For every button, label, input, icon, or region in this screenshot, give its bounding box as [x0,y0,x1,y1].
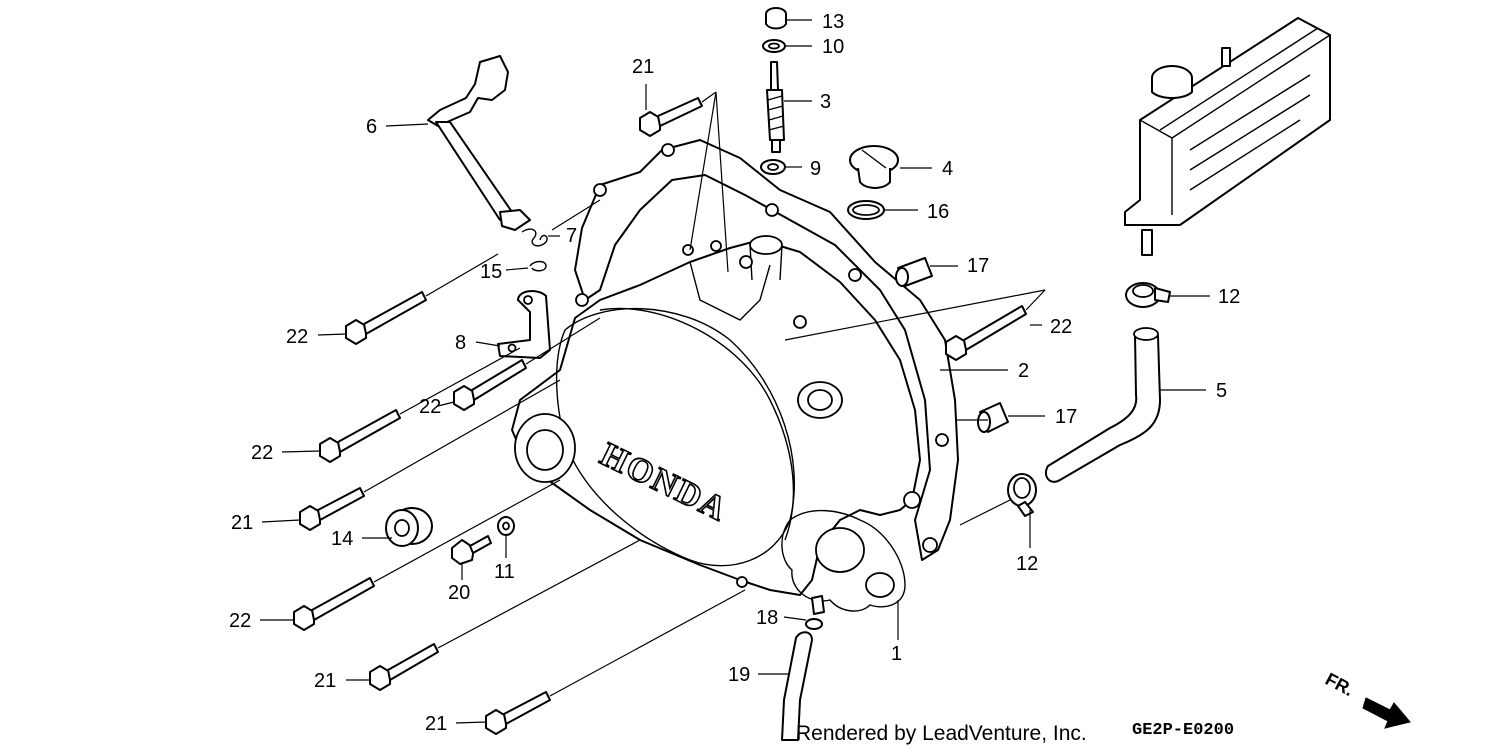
callout-c22b: 22 [286,326,308,348]
gasket-hole [661,143,675,157]
bolt-22-left-1 [345,291,427,345]
bolt-22-left-3 [319,409,401,463]
callout-c22d: 22 [251,442,273,464]
bracket-8-hole [507,343,517,353]
cover-bolt-boss [575,293,589,307]
callout-c5: 5 [1216,380,1227,402]
callout-c18: 18 [756,607,778,629]
callout-c3: 3 [820,91,831,113]
lifter-arm-6 [427,55,531,231]
hose-clamp-lower [1007,473,1037,517]
cover-boss-upper [689,261,771,321]
drain-tube-19 [781,631,813,741]
hose-clamp-upper [1125,282,1171,308]
clutch-dome-rib [599,307,795,541]
cover-bolt-boss [903,491,921,509]
bolt-22-upper-right [945,305,1027,361]
callout-c15: 15 [480,261,502,283]
bolt-21-left-1 [299,487,365,531]
cover-bolt-boss [793,315,807,329]
leader-lines [260,19,1210,724]
callout-c4: 4 [942,158,953,180]
callout-c11: 11 [494,561,515,583]
callout-c17a: 17 [967,255,989,277]
gasket-hole [593,183,607,197]
direction-label: FR. [1322,669,1357,700]
bolt-21-left-3 [485,691,551,735]
bolt-22-left-2 [453,359,527,411]
callout-c10: 10 [822,36,844,58]
dowel-pin-upper [895,257,933,287]
gasket-outline [574,139,959,561]
oil-seal-14 [385,507,433,547]
o-ring-16-inner [852,204,880,216]
washer-10-hole [768,42,780,50]
callout-c17b: 17 [1055,406,1077,428]
bolt-22-left-4 [293,577,375,631]
oil-filler-cap [849,145,899,189]
callout-c20: 20 [448,582,470,604]
render-credit: Rendered by LeadVenture, Inc. [796,722,1087,745]
callout-c19: 19 [728,664,750,686]
callout-c16: 16 [927,201,949,223]
callout-c21b: 21 [231,512,253,534]
callout-c21d: 21 [425,713,447,735]
cover-bolt-boss [736,576,748,588]
callout-c6: 6 [366,116,377,138]
callout-c8: 8 [455,332,466,354]
front-direction-indicator: FR. [1322,669,1411,729]
bolt-21-top [639,97,703,137]
drain-fitting-18 [805,595,825,630]
cover-port-top [749,235,783,255]
oil-filler-thread [807,389,833,411]
bolt-21-left-2 [369,643,439,691]
bolt-20 [451,535,492,565]
spring-7 [521,228,548,247]
callout-c2: 2 [1018,360,1029,382]
callout-c22a: 22 [1050,316,1072,338]
bracket-8-hole [523,295,533,305]
shaft-3 [766,61,785,153]
callout-c12b: 12 [1016,553,1038,575]
diagram-code: GE2P-E0200 [1132,721,1234,740]
gasket-hole [765,203,779,217]
bracket-8 [497,290,551,359]
callout-c12a: 12 [1218,286,1240,308]
gasket-hole [935,433,949,447]
clip-15 [529,260,547,272]
cover-bolt-boss [739,255,753,269]
direction-arrow-icon [1362,697,1411,729]
cover-bolt-boss [710,240,722,252]
callout-c22e: 22 [229,610,251,632]
callout-c9: 9 [810,158,821,180]
gasket-hole [848,268,862,282]
oil-seal-9-hole [767,163,779,171]
water-pump-outlet [865,572,895,598]
callout-c1: 1 [891,643,902,665]
callout-c14: 14 [331,528,353,550]
cover-bearing-bore [526,429,564,471]
radiator [1124,17,1331,256]
water-pump-flange [781,509,906,612]
callout-c22c: 22 [419,396,441,418]
water-pump-bore [815,527,865,573]
washer-11-hole [502,521,510,531]
dowel-pin-lower [977,402,1009,433]
callout-c21a: 21 [632,56,654,78]
callout-c7: 7 [566,225,577,247]
callout-c13: 13 [822,11,844,33]
cap-13 [765,7,787,30]
gasket-hole [922,537,938,553]
hose-end [1133,327,1159,341]
callout-c21c: 21 [314,670,336,692]
cover-bolt-boss [682,244,694,256]
